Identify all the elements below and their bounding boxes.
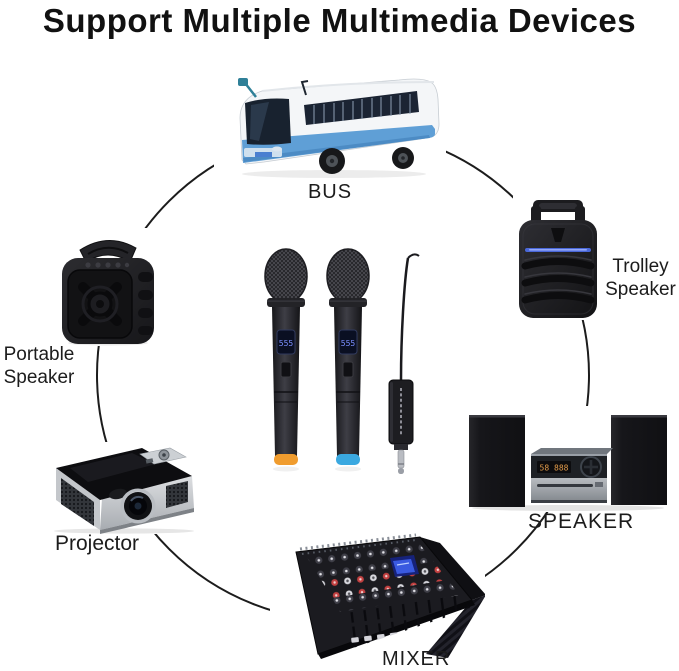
trolley-speaker-label: Trolley Speaker bbox=[605, 256, 676, 300]
mixer-icon bbox=[295, 533, 485, 659]
projector-label: Projector bbox=[55, 532, 140, 555]
wireless-mic-system: 555 555 bbox=[247, 242, 427, 484]
mixer-label: MIXER bbox=[382, 648, 451, 670]
bus-icon bbox=[238, 78, 440, 178]
svg-text:555: 555 bbox=[341, 339, 356, 348]
trolley-speaker-device bbox=[513, 196, 603, 320]
portable-speaker-icon bbox=[62, 240, 154, 346]
projector-device bbox=[36, 442, 206, 534]
trolley-speaker-icon bbox=[519, 200, 597, 318]
svg-text:58 888: 58 888 bbox=[540, 464, 569, 473]
receiver bbox=[388, 253, 420, 474]
portable-speaker-device bbox=[56, 228, 160, 346]
mixer-device bbox=[270, 532, 485, 660]
projector-icon bbox=[54, 447, 194, 534]
stereo-system-icon: 58 888 bbox=[469, 415, 667, 511]
speaker-label: SPEAKER bbox=[528, 510, 635, 533]
right-microphone: 555 bbox=[326, 248, 370, 472]
stereo-system-device: 58 888 bbox=[467, 406, 669, 512]
bus-device bbox=[214, 74, 446, 182]
svg-text:555: 555 bbox=[279, 339, 294, 348]
bus-label: BUS bbox=[307, 181, 353, 203]
wireless-mics-icon: 555 555 bbox=[264, 248, 420, 474]
page-title: Support Multiple Multimedia Devices bbox=[42, 2, 637, 39]
portable-speaker-label: Portable Speaker bbox=[3, 344, 75, 388]
left-microphone: 555 bbox=[264, 248, 308, 472]
